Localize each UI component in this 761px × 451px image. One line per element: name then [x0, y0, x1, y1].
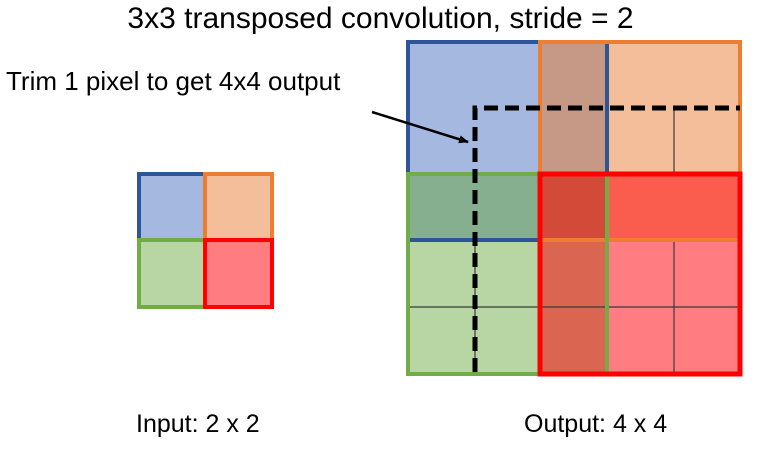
input-cell-green [139, 240, 205, 307]
input-cell-red-border [203, 238, 274, 309]
kernel-border-orange [538, 40, 742, 242]
input-cell-blue [139, 174, 205, 240]
input-cell-orange [205, 174, 272, 240]
trim-annotation: Trim 1 pixel to get 4x4 output [6, 66, 341, 96]
output-grid [406, 40, 743, 377]
kernel-border-green [406, 172, 609, 376]
output-cell [408, 174, 540, 240]
output-cell [540, 174, 607, 240]
trim-boundary-dashed [472, 105, 740, 372]
input-grid [137, 172, 274, 309]
kernel-border-red [537, 171, 743, 377]
diagram-title: 3x3 transposed convolution, stride = 2 [127, 2, 634, 35]
kernel-border-blue [406, 40, 609, 242]
output-cell [607, 174, 740, 240]
annotation-arrow [371, 110, 469, 144]
input-cell-red [205, 240, 272, 307]
input-caption: Input: 2 x 2 [136, 410, 260, 438]
output-caption: Output: 4 x 4 [524, 410, 668, 438]
